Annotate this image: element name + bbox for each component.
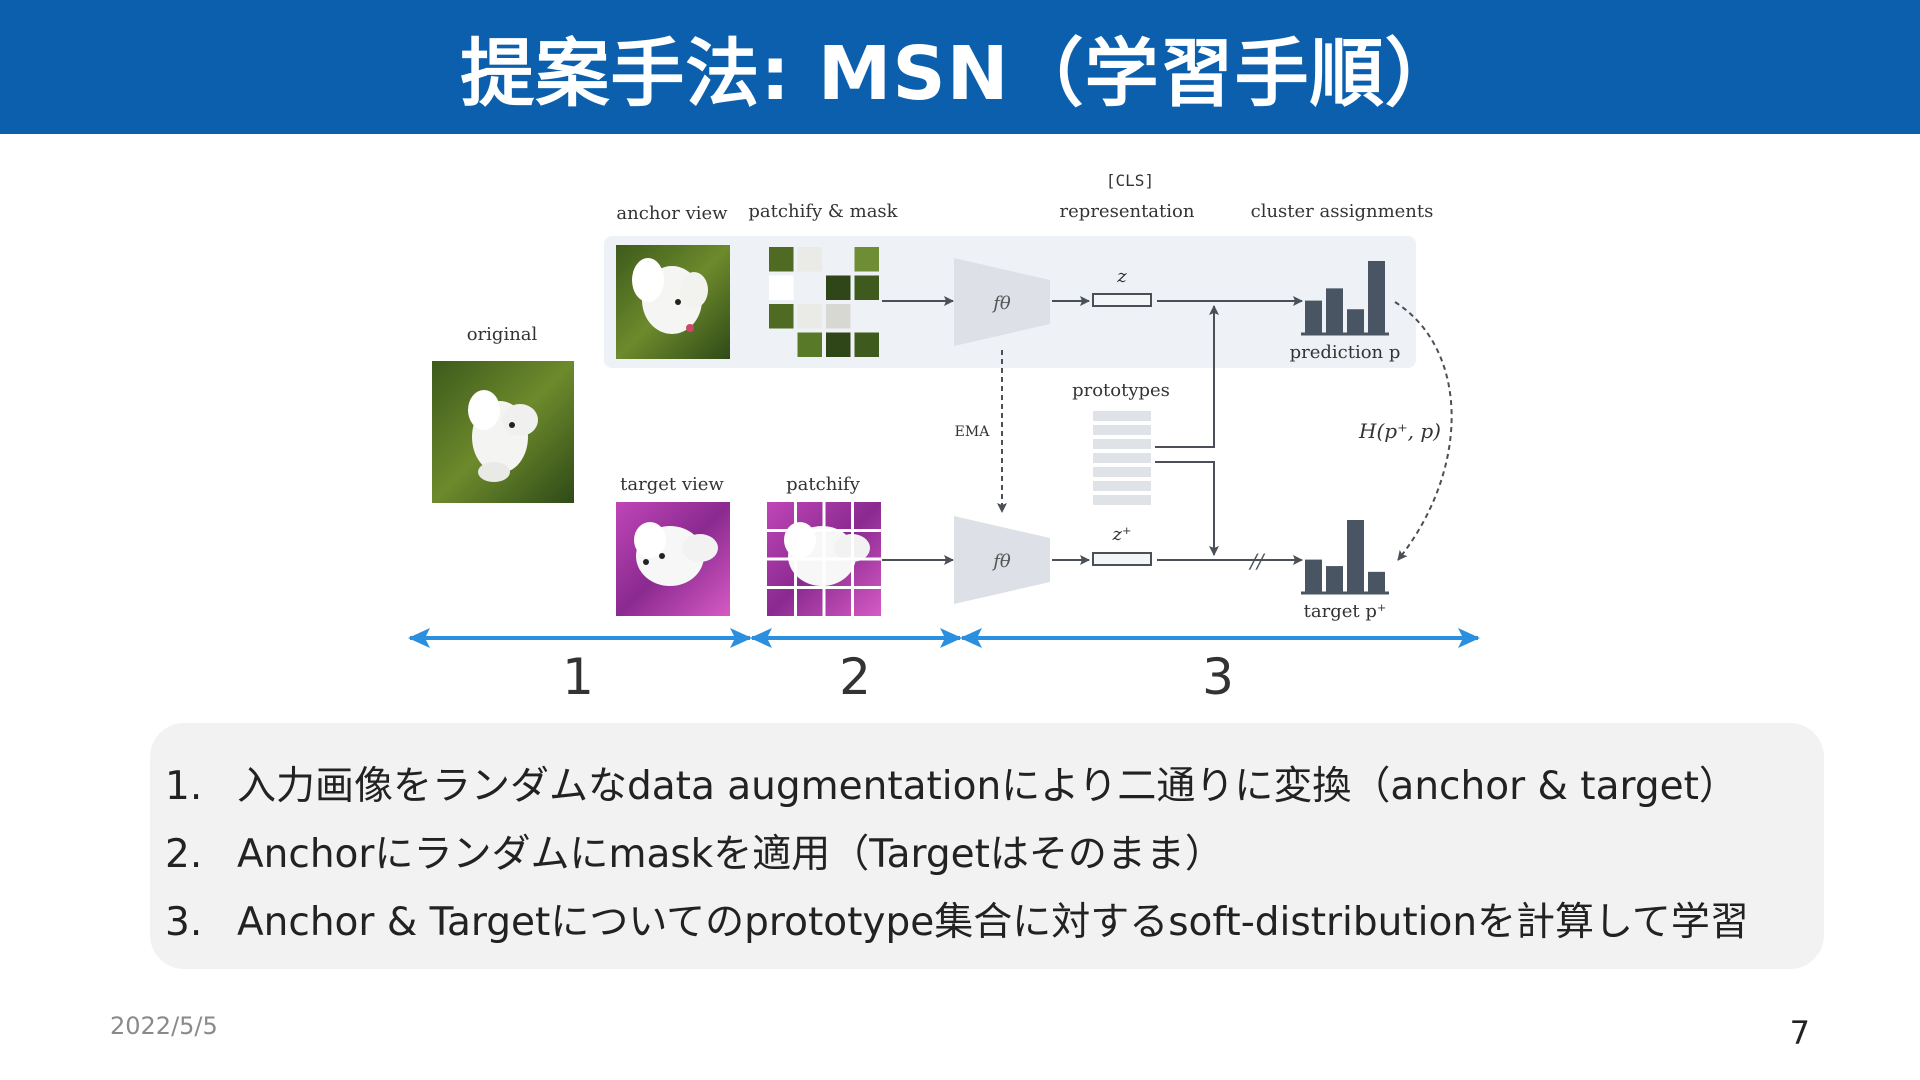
- prototype-to-top: [1155, 305, 1219, 448]
- visible-patch: [854, 275, 879, 300]
- stage-number-1: 1: [562, 648, 594, 706]
- title-bar: [0, 0, 1920, 134]
- slide-title: 提案手法: MSN（学習手順）: [460, 30, 1460, 117]
- visible-patch: [854, 247, 879, 272]
- target-bar-1: [1305, 559, 1322, 592]
- prediction-bar-4: [1368, 261, 1385, 333]
- step-3-number: 3.: [165, 900, 203, 945]
- zplus-token: [1092, 552, 1152, 566]
- step-2-number: 2.: [165, 832, 203, 877]
- label-cluster-assignments: cluster assignments: [1251, 201, 1434, 222]
- steps-panel: [150, 723, 1824, 969]
- prediction-histogram: [1301, 261, 1389, 336]
- target-label: target p⁺: [1304, 601, 1387, 622]
- label-patchify: patchify: [786, 474, 861, 495]
- step-1: 1. 入力画像をランダムなdata augmentationにより二通りに変換（a…: [165, 755, 1738, 811]
- z-label: z: [1116, 266, 1127, 287]
- visible-patch: [797, 332, 822, 357]
- prototype-to-bottom: [1155, 461, 1219, 556]
- step-2-text: Anchorにランダムにmaskを適用（Targetはそのまま）: [237, 832, 1224, 877]
- label-representation: representation: [1060, 201, 1195, 222]
- label-target-view: target view: [620, 474, 724, 495]
- full-patch-grid: [767, 502, 881, 616]
- masked-patch-grid: [769, 247, 879, 357]
- prediction-bar-1: [1305, 300, 1322, 333]
- visible-patch: [769, 275, 794, 300]
- visible-patch: [769, 247, 794, 272]
- msn-diagram: anchor view patchify & mask [CLS] repres…: [408, 171, 1480, 648]
- prototype-stack: [1093, 411, 1151, 505]
- visible-patch: [797, 304, 822, 329]
- step-1-text: 入力画像をランダムなdata augmentationにより二通りに変換（anc…: [237, 764, 1738, 809]
- step-3: 3. Anchor & Targetについてのprototype集合に対するsof…: [165, 891, 1749, 947]
- stop-gradient-mark: //: [1248, 549, 1266, 573]
- target-histogram: [1301, 520, 1389, 595]
- loss-label: H(p⁺, p): [1358, 419, 1441, 443]
- step-3-text: Anchor & Targetについてのprototype集合に対するsoft-…: [237, 900, 1749, 945]
- prototypes-label: prototypes: [1072, 380, 1170, 401]
- encoder-target: [954, 516, 1050, 604]
- prediction-bar-2: [1326, 288, 1343, 333]
- zplus-label: z⁺: [1112, 524, 1132, 545]
- visible-patch: [769, 304, 794, 329]
- anchor-view-image: [616, 245, 730, 359]
- visible-patch: [854, 332, 879, 357]
- stage-number-3: 3: [1202, 648, 1234, 706]
- target-view-image: [616, 502, 730, 616]
- label-anchor-view: anchor view: [616, 203, 728, 224]
- encoder-target-label: fθ: [991, 551, 1011, 572]
- page-number: 7: [1789, 1014, 1810, 1052]
- visible-patch: [797, 247, 822, 272]
- step-2: 2. Anchorにランダムにmaskを適用（Targetはそのまま）: [165, 823, 1224, 879]
- label-cls: [CLS]: [1106, 171, 1154, 190]
- encoder-anchor: [954, 258, 1050, 346]
- original-image: [432, 361, 574, 503]
- target-bar-3: [1347, 520, 1364, 592]
- step-1-number: 1.: [165, 764, 203, 809]
- prediction-label: prediction p: [1290, 342, 1401, 363]
- visible-patch: [826, 332, 851, 357]
- label-patchify-mask: patchify & mask: [748, 201, 898, 222]
- ema-label: EMA: [955, 424, 991, 440]
- visible-patch: [826, 304, 851, 329]
- encoder-anchor-label: fθ: [991, 293, 1011, 314]
- z-token: [1092, 293, 1152, 307]
- visible-patch: [826, 275, 851, 300]
- loss-curve: [1394, 301, 1453, 561]
- stage-number-2: 2: [839, 648, 871, 706]
- target-bar-2: [1326, 566, 1343, 592]
- label-original: original: [467, 324, 538, 345]
- footer-date: 2022/5/5: [110, 1012, 218, 1040]
- target-bar-4: [1368, 571, 1385, 592]
- prediction-bar-3: [1347, 309, 1364, 333]
